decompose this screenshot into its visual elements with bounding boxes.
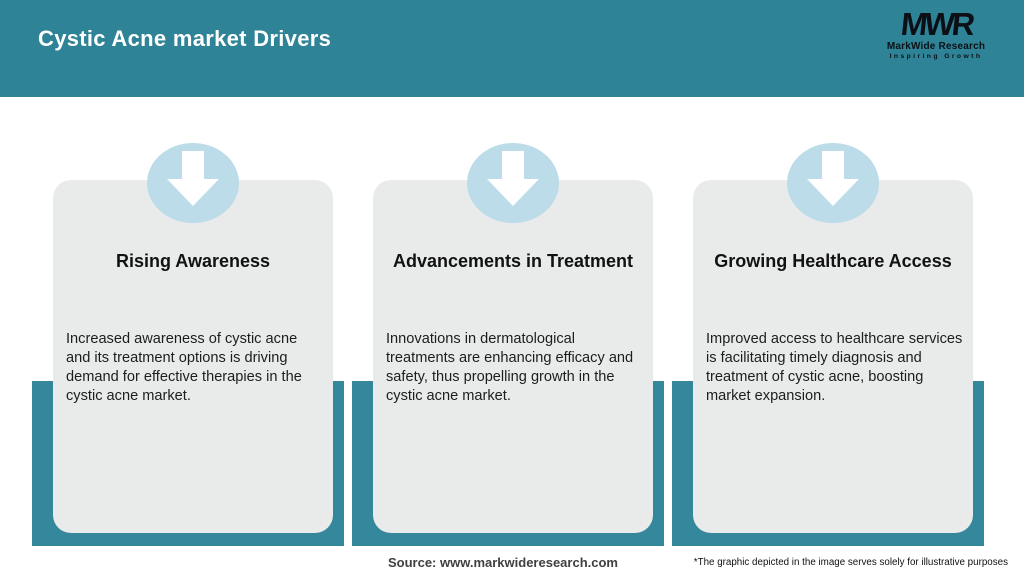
card-description: Improved access to healthcare services i… [706, 331, 963, 404]
driver-card-growing-healthcare-access: Growing Healthcare Access Improved acces… [672, 143, 984, 546]
driver-card-rising-awareness: Rising Awareness Increased awareness of … [32, 143, 344, 546]
card-title: Advancements in Treatment [392, 251, 634, 271]
logo-monogram: MWR [898, 6, 974, 42]
card-description: Increased awareness of cystic acne and i… [66, 331, 302, 404]
card-panel [373, 180, 653, 533]
disclaimer-note: *The graphic depicted in the image serve… [693, 557, 1008, 568]
card-panel [53, 180, 333, 533]
logo-name: MarkWide Research [886, 41, 986, 52]
down-arrow-icon [147, 143, 239, 223]
card-description: Innovations in dermatological treatments… [386, 331, 634, 404]
page-title: Cystic Acne market Drivers [38, 26, 332, 51]
logo-tagline: Inspiring Growth [889, 53, 983, 60]
driver-card-advancements-in-treatment: Advancements in Treatment Innovations in… [352, 143, 664, 546]
down-arrow-icon [467, 143, 559, 223]
card-title: Growing Healthcare Access [714, 251, 952, 271]
card-title: Rising Awareness [115, 251, 271, 271]
down-arrow-icon [787, 143, 879, 223]
header-band: Cystic Acne market Drivers MWR MarkWide … [0, 0, 1024, 97]
source-attribution: Source: www.markwideresearch.com [387, 555, 618, 570]
markwide-research-logo: MWR MarkWide Research Inspiring Growth [866, 6, 1006, 61]
card-panel [693, 180, 973, 533]
